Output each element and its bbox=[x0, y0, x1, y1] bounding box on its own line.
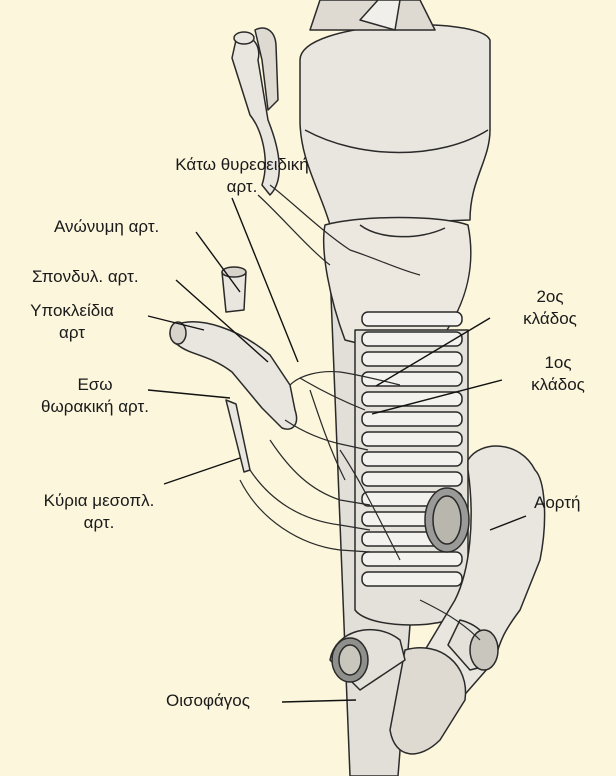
label-subclavian-artery: Υποκλείδια αρτ bbox=[12, 300, 132, 344]
label-esophagus: Οισοφάγος bbox=[166, 690, 250, 712]
label-first-branch: 1ος κλάδος bbox=[508, 352, 608, 396]
label-vertebral-artery: Σπονδυλ. αρτ. bbox=[32, 266, 139, 288]
label-second-branch-line1: 2ος bbox=[500, 286, 600, 308]
label-supreme-intercostal-line1: Κύρια μεσοπλ. bbox=[14, 490, 184, 512]
label-second-branch: 2ος κλάδος bbox=[500, 286, 600, 330]
label-inferior-thyroid-line1: Κάτω θυρεοειδική bbox=[162, 154, 322, 176]
label-second-branch-line2: κλάδος bbox=[500, 308, 600, 330]
label-internal-thoracic-line1: Εσω bbox=[20, 374, 170, 396]
label-first-branch-line1: 1ος bbox=[508, 352, 608, 374]
label-brachiocephalic-artery: Ανώνυμη αρτ. bbox=[54, 216, 159, 238]
label-supreme-intercostal-line2: αρτ. bbox=[14, 512, 184, 534]
label-internal-thoracic-artery: Εσω θωρακική αρτ. bbox=[20, 374, 170, 418]
label-inferior-thyroid-artery: Κάτω θυρεοειδική αρτ. bbox=[162, 154, 322, 198]
label-supreme-intercostal-artery: Κύρια μεσοπλ. αρτ. bbox=[14, 490, 184, 534]
vertebral-artery bbox=[222, 272, 246, 312]
label-inferior-thyroid-line2: αρτ. bbox=[162, 176, 322, 198]
label-internal-thoracic-line2: θωρακική αρτ. bbox=[20, 396, 170, 418]
label-first-branch-line2: κλάδος bbox=[508, 374, 608, 396]
label-subclavian-line2: αρτ bbox=[12, 322, 132, 344]
larynx-shape bbox=[300, 25, 490, 225]
label-subclavian-line1: Υποκλείδια bbox=[12, 300, 132, 322]
label-aorta: Αορτή bbox=[534, 492, 580, 514]
